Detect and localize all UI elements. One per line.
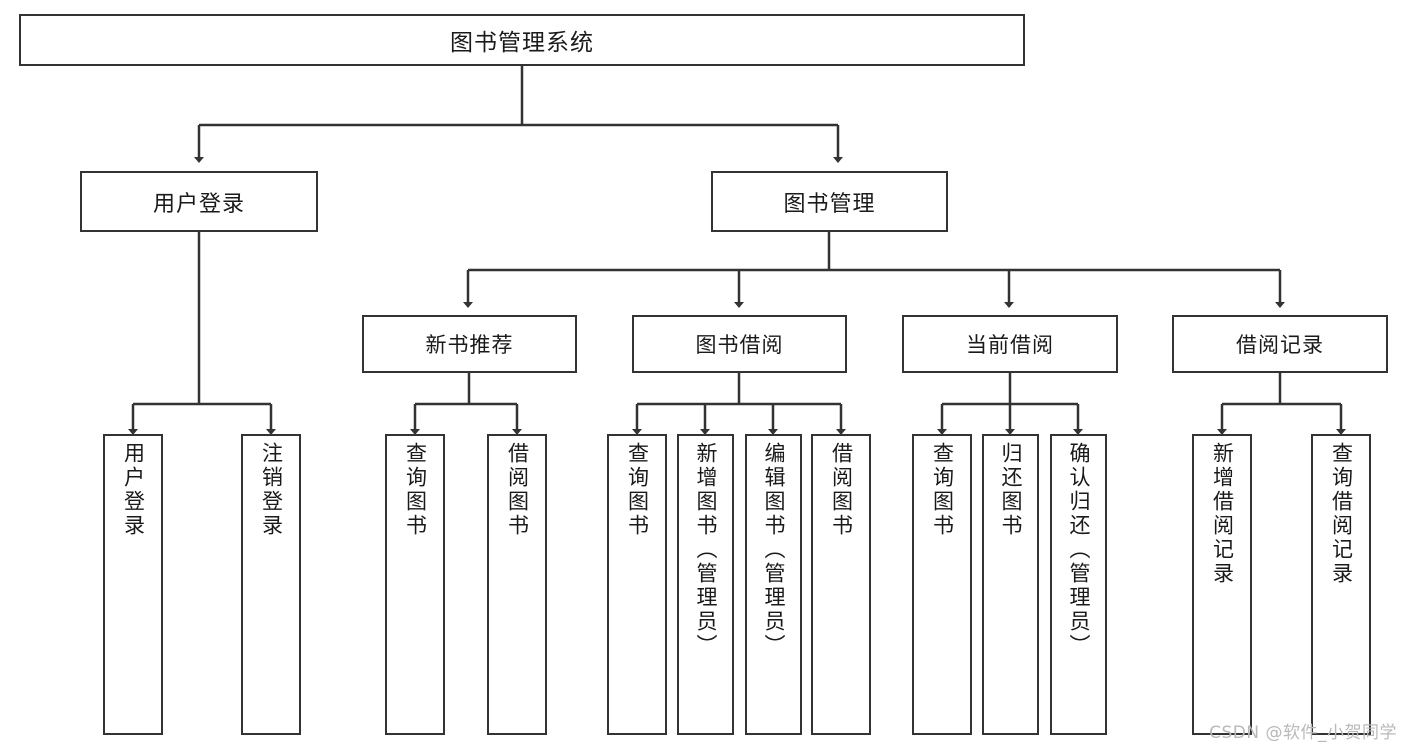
- csdn-watermark: CSDN @软件_小贺同学: [1209, 723, 1397, 743]
- node-label: 借阅记录: [1236, 333, 1324, 357]
- node-label: 确认归还（管理员）: [1067, 442, 1091, 658]
- node-label: 查询图书: [403, 442, 428, 538]
- leaf-book-borrow-borrow-book[interactable]: 借阅图书: [811, 434, 871, 735]
- node-label: 新增图书（管理员）: [694, 442, 718, 658]
- node-current-borrow[interactable]: 当前借阅: [902, 315, 1118, 373]
- node-label: 查询图书: [930, 442, 955, 538]
- node-label: 当前借阅: [966, 333, 1054, 357]
- node-label: 归还图书: [999, 442, 1023, 538]
- node-book-management[interactable]: 图书管理: [711, 171, 948, 232]
- node-borrow-record[interactable]: 借阅记录: [1172, 315, 1388, 373]
- node-label: 新书推荐: [425, 333, 514, 357]
- node-label: 图书借阅: [695, 333, 784, 357]
- node-book-borrow[interactable]: 图书借阅: [632, 315, 847, 373]
- node-label: 新增借阅记录: [1210, 442, 1235, 586]
- leaf-borrow-record-query-record[interactable]: 查询借阅记录: [1311, 434, 1371, 735]
- node-label: 编辑图书（管理员）: [762, 442, 786, 658]
- node-root-book-management-system[interactable]: 图书管理系统: [19, 14, 1025, 66]
- leaf-book-borrow-query-book[interactable]: 查询图书: [607, 434, 667, 735]
- node-label: 图书管理: [783, 191, 876, 217]
- node-user-login[interactable]: 用户登录: [80, 171, 318, 232]
- leaf-current-borrow-query-book[interactable]: 查询图书: [912, 434, 972, 735]
- leaf-new-book-borrow-book[interactable]: 借阅图书: [487, 434, 547, 735]
- node-label: 借阅图书: [829, 442, 854, 538]
- node-new-book-recommend[interactable]: 新书推荐: [362, 315, 577, 373]
- node-label: 查询借阅记录: [1329, 442, 1354, 586]
- leaf-borrow-record-add-record[interactable]: 新增借阅记录: [1192, 434, 1252, 735]
- node-label: 用户登录: [152, 191, 245, 217]
- leaf-current-borrow-confirm-return-admin[interactable]: 确认归还（管理员）: [1050, 434, 1107, 735]
- node-label: 用户登录: [121, 442, 146, 538]
- node-label: 查询图书: [625, 442, 650, 538]
- leaf-book-borrow-edit-book-admin[interactable]: 编辑图书（管理员）: [745, 434, 802, 735]
- node-label: 注销登录: [259, 442, 284, 538]
- leaf-new-book-query-book[interactable]: 查询图书: [385, 434, 445, 735]
- leaf-current-borrow-return-book[interactable]: 归还图书: [982, 434, 1039, 735]
- leaf-user-login-login[interactable]: 用户登录: [103, 434, 163, 735]
- leaf-user-login-logout[interactable]: 注销登录: [241, 434, 301, 735]
- node-label: 图书管理系统: [450, 30, 594, 56]
- node-label: 借阅图书: [505, 442, 530, 538]
- leaf-book-borrow-add-book-admin[interactable]: 新增图书（管理员）: [677, 434, 734, 735]
